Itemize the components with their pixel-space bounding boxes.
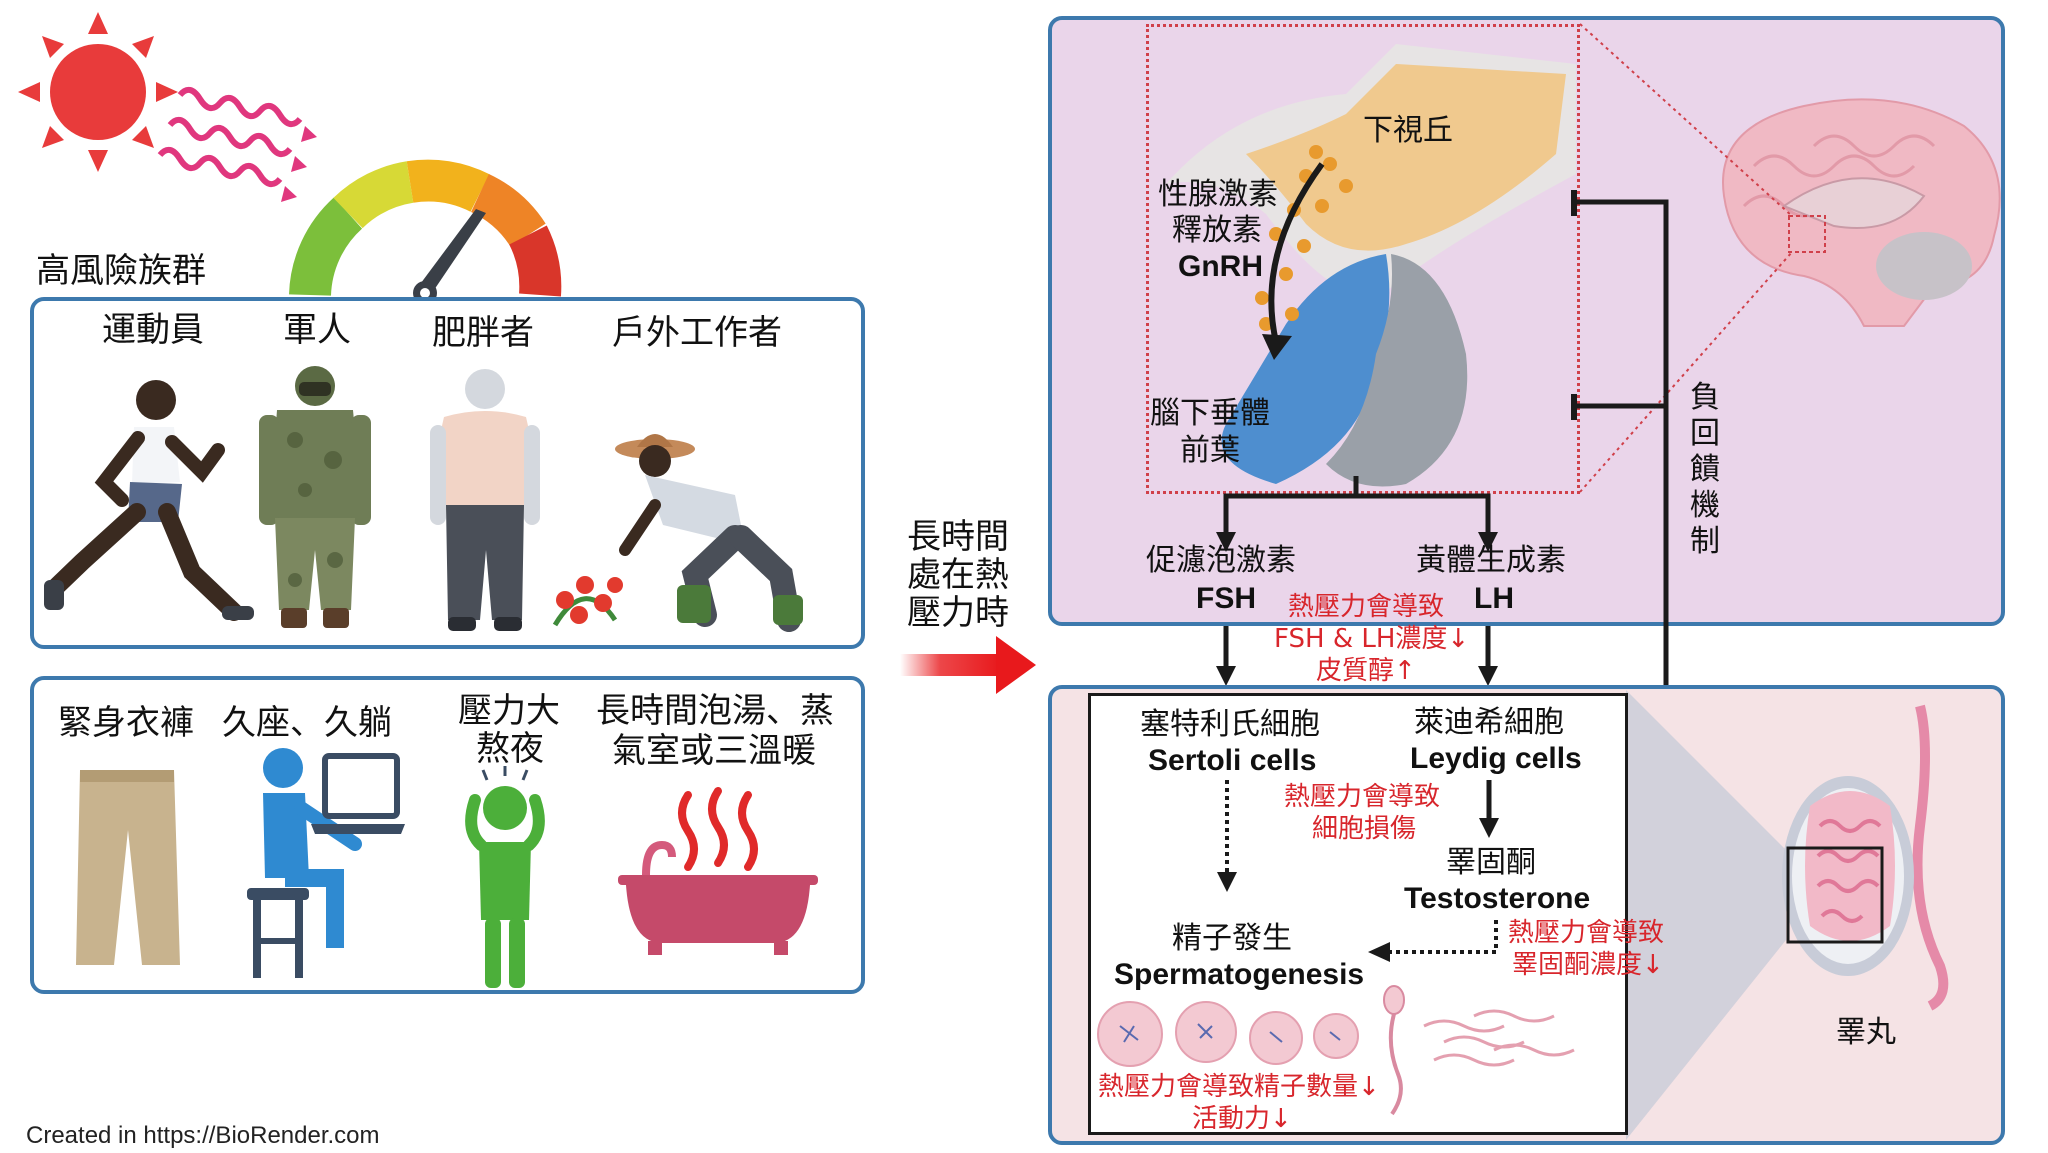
label-bath-1: 長時間泡湯、蒸: [596, 691, 834, 731]
heat-effect-sperm-1: 熱壓力會導致精子數量↓: [1098, 1072, 1380, 1102]
brain-zoom-frame: [1146, 24, 1580, 494]
hypothalamus-pituitary-illustration: [1166, 44, 1576, 487]
heat-effect-testosterone-2: 睪固酮濃度↓: [1512, 950, 1664, 980]
trousers-icon: [76, 770, 180, 965]
leydig-to-testosterone-arrow: [1479, 780, 1499, 838]
heat-effect-sperm-2: 活動力↓: [1192, 1104, 1292, 1134]
label-sitting: 久座、久躺: [222, 703, 392, 743]
label-testosterone-name: 睪固酮: [1446, 845, 1536, 880]
label-fsh-name: 促濾泡激素: [1146, 543, 1296, 578]
sun-icon: [18, 12, 178, 172]
testis-icon: [1782, 704, 1949, 1011]
heat-effect-cells-1: 熱壓力會導致: [1284, 782, 1441, 812]
label-lh-name: 黃體生成素: [1416, 543, 1566, 578]
sitting-at-computer-icon: [247, 748, 405, 978]
pituitary-branch-arrows: [1216, 476, 1498, 552]
label-obese: 肥胖者: [432, 313, 534, 353]
credit-text: Created in https://BioRender.com: [26, 1122, 380, 1149]
label-gnrh-1: 性腺激素: [1158, 177, 1278, 212]
label-stress-1: 壓力大: [458, 691, 560, 731]
bathtub-icon: [618, 787, 818, 955]
testosterone-to-spermatogenesis-arrow: [1368, 920, 1498, 962]
outdoor-worker-icon: [552, 434, 803, 632]
label-tight-clothes: 緊身衣褲: [58, 703, 194, 743]
label-athlete: 運動員: [102, 310, 204, 350]
label-spermatogenesis-en: Spermatogenesis: [1114, 958, 1365, 991]
risk-gauge-icon: [289, 159, 562, 305]
label-pituitary-1: 腦下垂體: [1150, 396, 1270, 431]
testis-detail-box: [1088, 693, 1628, 1135]
label-outdoor-worker: 戶外工作者: [612, 313, 782, 353]
arrow-label-3: 壓力時: [907, 593, 1009, 633]
heat-stress-arrow: [900, 636, 1036, 694]
heat-effect-hormones-2: FSH & LH濃度↓: [1274, 624, 1470, 654]
heat-effect-hormones-1: 熱壓力會導致: [1288, 592, 1445, 622]
label-spermatogenesis-name: 精子發生: [1172, 921, 1292, 956]
arrow-label-2: 處在熱: [907, 555, 1009, 595]
label-testis-organ: 睪丸: [1836, 1015, 1896, 1050]
label-leydig-name: 萊迪希細胞: [1414, 705, 1564, 740]
zoom-connector-lines: [1579, 23, 1793, 493]
heat-effect-hormones-3: 皮質醇↑: [1316, 656, 1416, 686]
label-pituitary-2: 前葉: [1180, 433, 1240, 468]
label-soldier: 軍人: [283, 310, 351, 350]
brain-icon: [1722, 98, 2001, 327]
label-fsh-abbr: FSH: [1196, 582, 1256, 615]
label-hypothalamus: 下視丘: [1363, 113, 1453, 148]
label-gnrh-2: 釋放素: [1172, 213, 1262, 248]
heat-effect-cells-2: 細胞損傷: [1312, 814, 1417, 844]
soldier-icon: [259, 366, 371, 628]
heat-waves-icon: [157, 86, 317, 202]
label-stress-2: 熬夜: [476, 729, 544, 769]
sperm-cells-illustration: [1097, 985, 1575, 1116]
label-negative-feedback: 負回饋機制: [1690, 380, 1720, 559]
hormone-to-testis-arrows: [1216, 626, 1498, 686]
label-sertoli-name: 塞特利氏細胞: [1140, 707, 1320, 742]
stressed-person-icon: [465, 766, 545, 988]
label-lh-abbr: LH: [1474, 582, 1514, 615]
label-testosterone-en: Testosterone: [1404, 882, 1591, 915]
risk-group-title: 高風險族群: [36, 251, 206, 291]
arrow-label-1: 長時間: [907, 517, 1009, 557]
label-gnrh-abbr: GnRH: [1178, 250, 1263, 283]
obese-person-icon: [430, 369, 540, 631]
testis-zoom-cone: [1626, 690, 1786, 1140]
sertoli-dotted-arrow: [1217, 780, 1237, 892]
heat-effect-testosterone-1: 熱壓力會導致: [1508, 918, 1665, 948]
label-leydig-en: Leydig cells: [1410, 742, 1582, 775]
runner-icon: [44, 380, 254, 621]
label-bath-2: 氣室或三溫暖: [612, 731, 816, 771]
label-sertoli-en: Sertoli cells: [1148, 744, 1317, 777]
